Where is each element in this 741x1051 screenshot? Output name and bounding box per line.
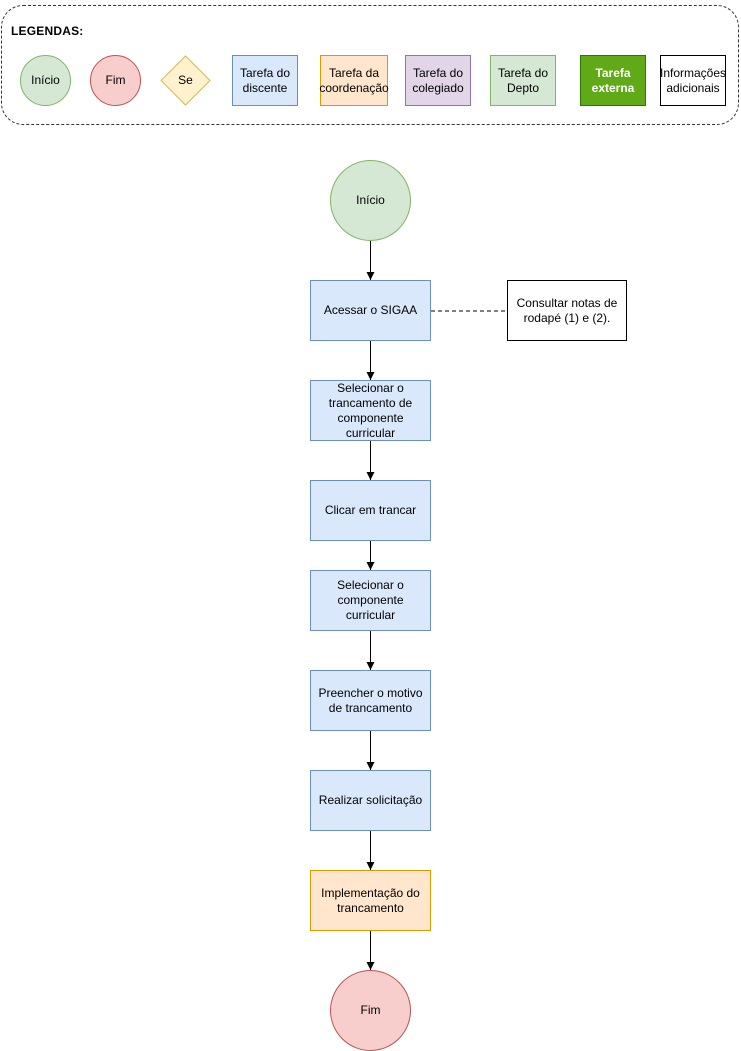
step-select-trancamento: Selecionar o trancamento de componente c… [310,380,431,441]
note-footnotes: Consultar notas de rodapé (1) e (2). [507,280,627,341]
step-select-componente: Selecionar o componente curricular [310,570,431,631]
legend-depto-task: Tarefa do Depto [490,55,556,106]
flow-end-node: Fim [330,970,411,1051]
step-access-sigaa: Acessar o SIGAA [310,280,431,341]
legend-external-task: Tarefa externa [580,55,646,106]
legend-title: LEGENDAS: [11,24,84,38]
decision-diamond-shape [160,55,211,106]
legend-info-box: Informações adicionais [660,55,726,106]
legend-discente-task: Tarefa do discente [232,55,298,106]
legend-decision-label: Se [178,73,193,87]
legend-end-node: Fim [90,55,141,106]
step-fill-motivo: Preencher o motivo de trancamento [310,670,431,731]
legend-panel [1,5,739,125]
legend-start-node: Início [20,55,71,106]
legend-colegiado-task: Tarefa do colegiado [405,55,471,106]
step-realizar-solicitacao: Realizar solicitação [310,770,431,831]
legend-coordenacao-task: Tarefa da coordenação [319,55,389,106]
legend-decision-node: Se [160,55,211,106]
step-click-trancar: Clicar em trancar [310,480,431,541]
step-implementacao: Implementação do trancamento [310,870,431,931]
flow-start-node: Início [330,160,411,241]
